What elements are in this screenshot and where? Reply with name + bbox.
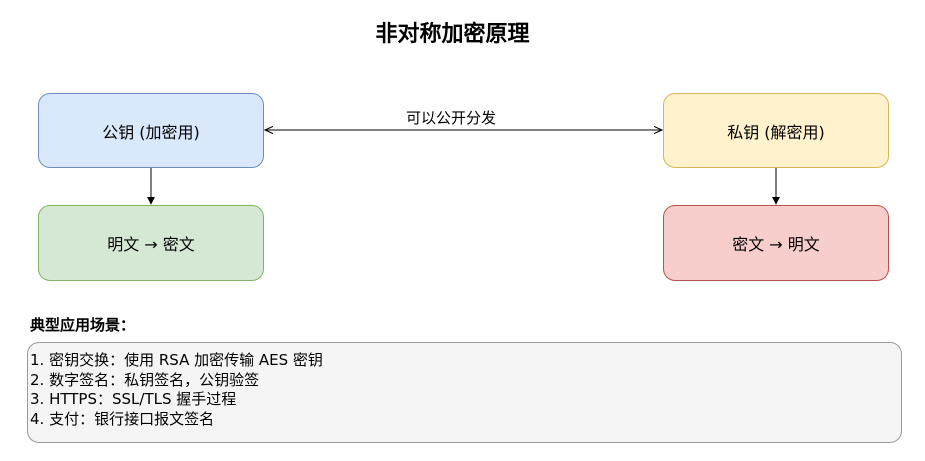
public-key-label: 公钥 (加密用) bbox=[102, 122, 200, 142]
public-key-node: 公钥 (加密用) bbox=[38, 93, 264, 168]
scenarios-list: 1. 密钥交换：使用 RSA 加密传输 AES 密钥 2. 数字签名：私钥签名，… bbox=[27, 342, 902, 443]
decrypt-label: 密文 → 明文 bbox=[732, 235, 820, 254]
scenario-item: 1. 密钥交换：使用 RSA 加密传输 AES 密钥 bbox=[30, 351, 323, 369]
private-key-label: 私钥 (解密用) bbox=[727, 122, 825, 142]
diagram-title: 非对称加密原理 bbox=[375, 22, 530, 47]
scenario-item: 3. HTTPS：SSL/TLS 握手过程 bbox=[30, 390, 237, 408]
scenarios-heading: 典型应用场景： bbox=[30, 316, 136, 334]
encrypt-label: 明文 → 密文 bbox=[107, 235, 195, 254]
scenario-item: 4. 支付：银行接口报文签名 bbox=[30, 409, 215, 428]
decrypt-node: 密文 → 明文 bbox=[663, 205, 889, 281]
private-key-node: 私钥 (解密用) bbox=[663, 93, 889, 168]
encrypt-node: 明文 → 密文 bbox=[38, 205, 264, 281]
scenario-item: 2. 数字签名：私钥签名，公钥验签 bbox=[30, 370, 260, 389]
edge-label-distribute: 可以公开分发 bbox=[363, 107, 539, 128]
